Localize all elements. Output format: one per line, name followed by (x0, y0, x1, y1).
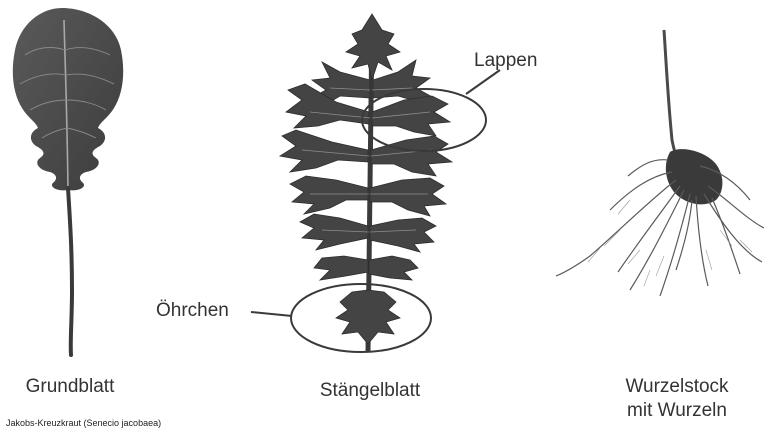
lappen-label: Lappen (474, 50, 537, 72)
stem-leaf-illustration (280, 14, 452, 352)
rootstock-crown (666, 149, 723, 204)
stem-leaf-caption: Stängelblatt (300, 380, 440, 402)
rootstock-caption-line1: Wurzelstock (612, 376, 742, 398)
basal-leaf-petiole (68, 188, 72, 355)
rootstock-fine-roots (588, 200, 752, 286)
figure-credit: Jakobs-Kreuzkraut (Senecio jacobaea) (6, 418, 161, 428)
rootstock-roots (556, 160, 764, 296)
rootstock-illustration (556, 30, 764, 296)
stem-leaf-auricles (336, 290, 400, 344)
rootstock-stem (664, 30, 680, 166)
oehrchen-leader-line (251, 312, 292, 316)
basal-leaf-caption: Grundblatt (0, 376, 140, 398)
oehrchen-label: Öhrchen (156, 300, 229, 322)
rootstock-caption-line2: mit Wurzeln (612, 400, 742, 422)
lappen-leader-line (466, 70, 500, 94)
basal-leaf-illustration (13, 8, 123, 355)
